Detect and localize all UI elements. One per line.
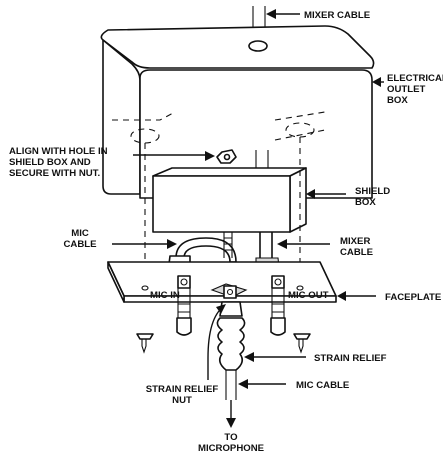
electrical-outlet-box-label-line1: ELECTRICAL bbox=[387, 73, 443, 84]
mounting-screw-right bbox=[293, 333, 311, 354]
mic-cable-left-label-line2: CABLE bbox=[63, 239, 97, 250]
mic-cable-left-label-line1: MIC bbox=[71, 228, 89, 239]
leader-lines bbox=[112, 9, 384, 428]
shield-box-label-line1: SHIELD bbox=[355, 186, 390, 197]
mounting-screw-left bbox=[136, 333, 154, 354]
align-instruction-line2: SHIELD BOX AND bbox=[9, 157, 91, 168]
strain-relief-label: STRAIN RELIEF bbox=[314, 353, 387, 364]
strain-relief-assembly bbox=[216, 301, 246, 400]
strain-relief-nut-label-line2: NUT bbox=[172, 395, 192, 406]
mic-cable-bottom-label: MIC CABLE bbox=[296, 380, 350, 391]
mixer-cable-right-label-line1: MIXER bbox=[340, 236, 370, 247]
to-microphone-label-line1: TO bbox=[224, 432, 238, 443]
align-instruction-line3: SECURE WITH NUT. bbox=[9, 168, 100, 179]
center-connector bbox=[210, 283, 248, 299]
faceplate-label: FACEPLATE bbox=[385, 292, 442, 303]
to-microphone-label-line2: MICROPHONE bbox=[198, 443, 265, 454]
mic-out-label: MIC OUT bbox=[288, 290, 329, 301]
mixer-cable-top-label: MIXER CABLE bbox=[304, 10, 371, 21]
electrical-outlet-box-label-line3: BOX bbox=[387, 95, 408, 106]
mixer-cable-right-label-line2: CABLE bbox=[340, 247, 374, 258]
electrical-outlet-box-label-line2: OUTLET bbox=[387, 84, 426, 95]
shield-box bbox=[152, 167, 307, 233]
shield-box-label-line2: BOX bbox=[355, 197, 376, 208]
strain-relief-nut-label-line1: STRAIN RELIEF bbox=[146, 384, 219, 395]
align-instruction-line1: ALIGN WITH HOLE IN bbox=[9, 146, 108, 157]
mic-in-jack bbox=[176, 275, 192, 336]
electrical-outlet-box bbox=[100, 25, 375, 199]
mic-in-label: MIC IN bbox=[150, 290, 180, 301]
mic-out-jack bbox=[270, 275, 286, 336]
